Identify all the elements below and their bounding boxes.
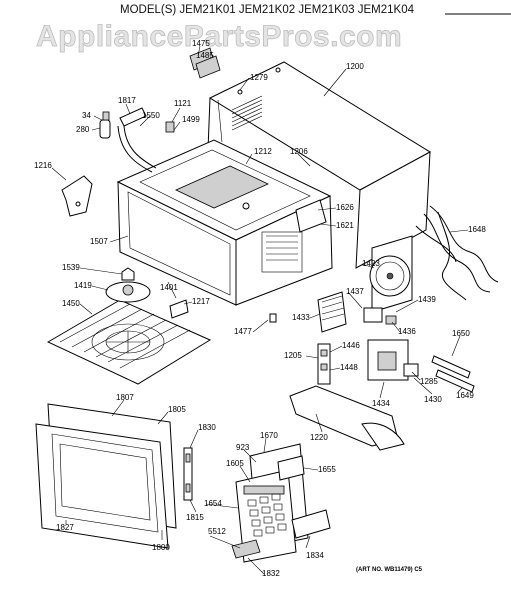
callout-1650: 1650 bbox=[452, 329, 470, 338]
part-1834-bracket bbox=[291, 509, 331, 539]
callout-34: 34 bbox=[82, 111, 91, 120]
part-1550-harness-strap bbox=[117, 125, 157, 173]
callout-1439: 1439 bbox=[418, 295, 436, 304]
callout-923: 923 bbox=[236, 443, 250, 452]
part-1200-outer-case bbox=[207, 61, 431, 269]
callout-1446: 1446 bbox=[342, 341, 360, 350]
callout-1217: 1217 bbox=[192, 297, 210, 306]
part-1800-door bbox=[35, 403, 177, 549]
part-1419-stirrer bbox=[105, 281, 151, 303]
callout-1477: 1477 bbox=[234, 327, 252, 336]
part-1121-clip bbox=[165, 121, 175, 133]
part-1450-tray-rack bbox=[46, 299, 212, 385]
callout-1800: 1800 bbox=[152, 543, 170, 552]
callout-1626: 1626 bbox=[336, 203, 354, 212]
callout-1212: 1212 bbox=[254, 147, 272, 156]
callout-1830: 1830 bbox=[198, 423, 216, 432]
watermark-logo: AppliancePartsPros.com bbox=[36, 20, 402, 53]
part-1830-1815-hinge bbox=[183, 447, 193, 501]
leader-lines bbox=[51, 45, 469, 575]
callout-1605: 1605 bbox=[226, 459, 244, 468]
callout-1807: 1807 bbox=[116, 393, 134, 402]
callout-1817: 1817 bbox=[118, 96, 136, 105]
callout-1205: 1205 bbox=[284, 351, 302, 360]
callout-1220: 1220 bbox=[310, 433, 328, 442]
callout-1485: 1485 bbox=[196, 51, 214, 60]
callout-1499: 1499 bbox=[182, 115, 200, 124]
callout-1434: 1434 bbox=[372, 399, 390, 408]
callout-1437: 1437 bbox=[346, 287, 364, 296]
callout-1450: 1450 bbox=[62, 299, 80, 308]
part-280-34-bulb bbox=[99, 111, 111, 139]
part-1539-cap bbox=[121, 267, 135, 281]
callout-1539: 1539 bbox=[62, 263, 80, 272]
callout-1815: 1815 bbox=[186, 513, 204, 522]
callout-1648: 1648 bbox=[468, 225, 486, 234]
part-1817-bracket bbox=[119, 107, 147, 127]
callout-1475: 1475 bbox=[192, 39, 210, 48]
part-1832-5512-latch bbox=[231, 539, 261, 559]
part-1423-fan-motor bbox=[369, 235, 413, 313]
callout-1805: 1805 bbox=[168, 405, 186, 414]
part-1648-wire-harness bbox=[415, 205, 499, 301]
callout-1436: 1436 bbox=[398, 327, 416, 336]
part-1477-foot bbox=[269, 313, 277, 323]
callout-1430: 1430 bbox=[424, 395, 442, 404]
callout-1834: 1834 bbox=[306, 551, 324, 560]
callout-1200: 1200 bbox=[346, 62, 364, 71]
callout-1550: 1550 bbox=[142, 111, 160, 120]
model-header: MODEL(S) JEM21K01 JEM21K02 JEM21K03 JEM2… bbox=[120, 4, 415, 16]
callout-280: 280 bbox=[76, 125, 90, 134]
callout-1654: 1654 bbox=[204, 499, 222, 508]
callout-1423: 1423 bbox=[362, 259, 380, 268]
part-1475-1485-filter bbox=[189, 47, 221, 79]
callout-1621: 1621 bbox=[336, 221, 354, 230]
callout-1206: 1206 bbox=[290, 147, 308, 156]
part-1216-vent-bracket bbox=[61, 175, 93, 217]
part-1220-air-duct bbox=[289, 385, 405, 451]
part-1430-magnetron bbox=[367, 339, 419, 381]
callout-1655: 1655 bbox=[318, 465, 336, 474]
callout-5512: 5512 bbox=[208, 527, 226, 536]
art-number: (ART NO. WB11479) C5 bbox=[356, 567, 423, 573]
part-1433-transformer bbox=[317, 291, 347, 333]
callout-1285: 1285 bbox=[420, 377, 438, 386]
callout-1670: 1670 bbox=[260, 431, 278, 440]
callout-1507: 1507 bbox=[90, 237, 108, 246]
part-1217-bracket bbox=[169, 299, 189, 319]
part-1446-1448-switches bbox=[317, 343, 331, 385]
callout-1279: 1279 bbox=[250, 73, 268, 82]
callout-1827: 1827 bbox=[56, 523, 74, 532]
callout-1433: 1433 bbox=[292, 313, 310, 322]
callout-1832: 1832 bbox=[262, 569, 280, 578]
part-1437-1436-fuse bbox=[363, 307, 397, 325]
callout-labels: 1475 1485 1279 1200 1817 34 1121 1550 14… bbox=[34, 39, 486, 578]
part-1650-1649-brackets bbox=[431, 355, 475, 393]
part-1655-display-board bbox=[277, 455, 305, 481]
callout-1419: 1419 bbox=[74, 281, 92, 290]
part-1654-keypad bbox=[235, 469, 297, 563]
callout-1649: 1649 bbox=[456, 391, 474, 400]
callout-1216: 1216 bbox=[34, 161, 52, 170]
callout-1401: 1401 bbox=[160, 283, 178, 292]
part-chassis-cavity bbox=[116, 139, 333, 306]
callout-1448: 1448 bbox=[340, 363, 358, 372]
callout-1121: 1121 bbox=[174, 99, 192, 108]
